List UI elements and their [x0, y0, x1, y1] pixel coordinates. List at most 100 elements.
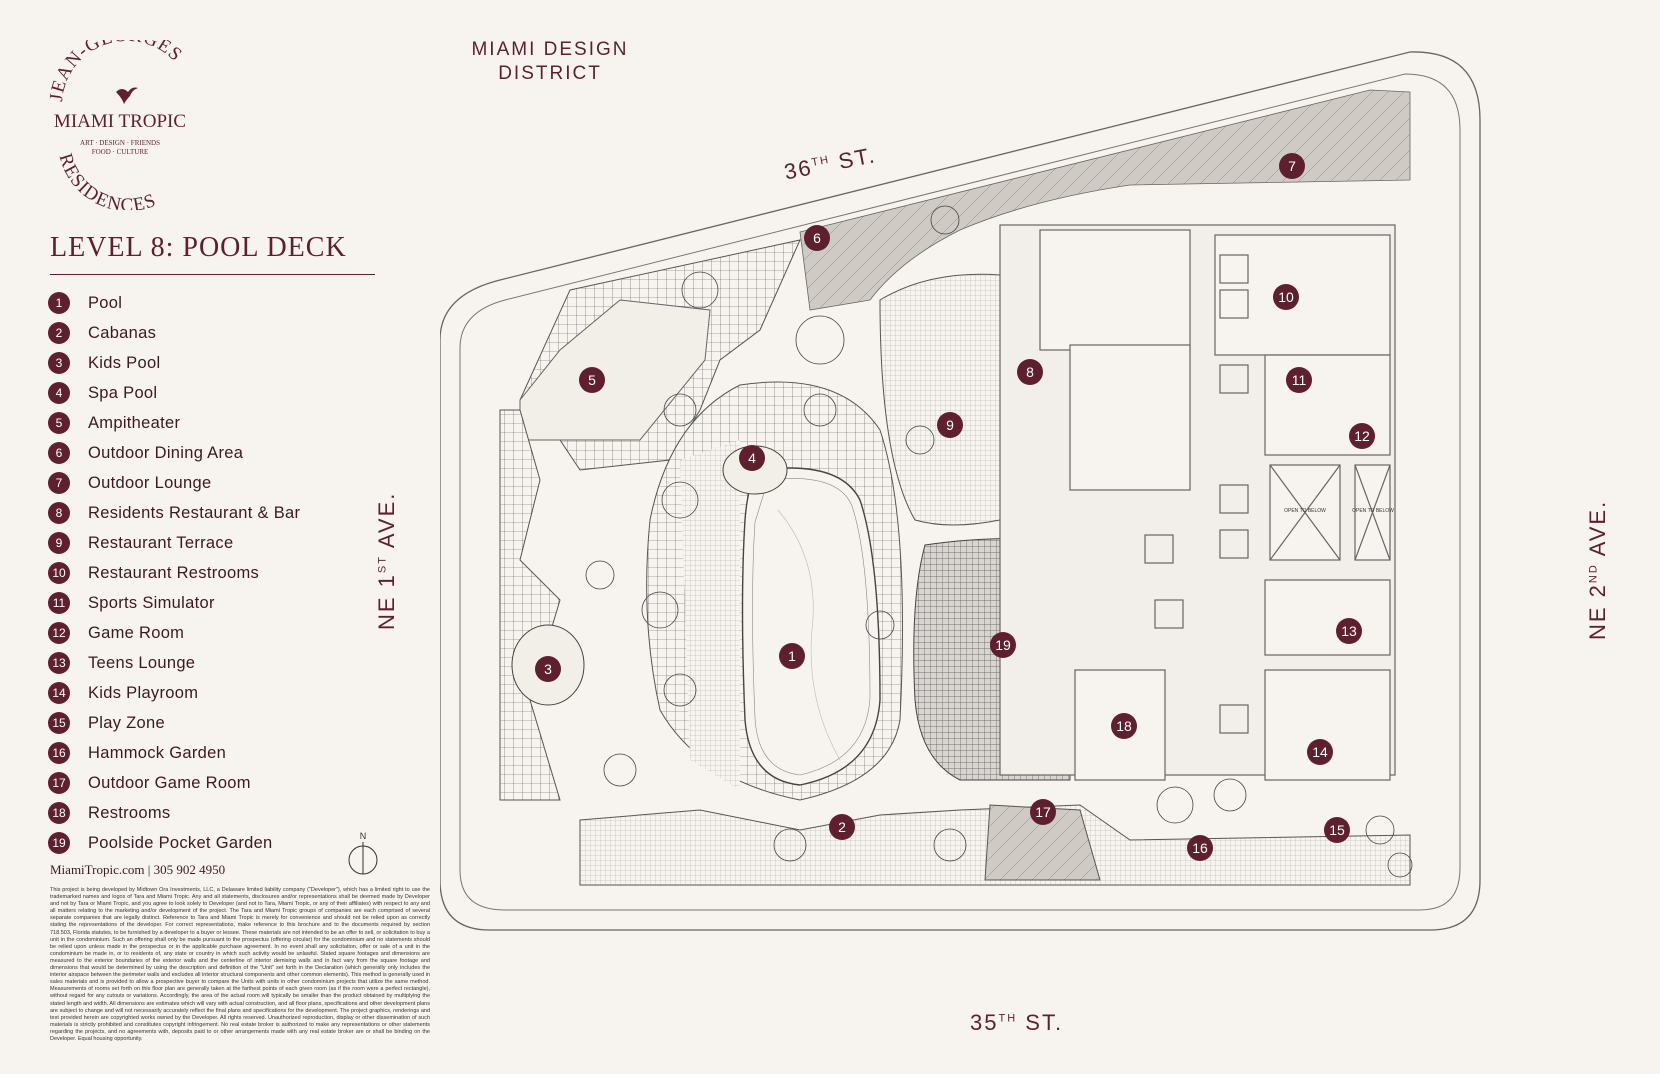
svg-text:4: 4: [748, 450, 756, 466]
svg-text:2: 2: [838, 819, 846, 835]
svg-text:13: 13: [1341, 623, 1357, 639]
legend-label: Cabanas: [88, 323, 157, 342]
legend-item: 15 Play Zone: [48, 708, 378, 738]
district-label: MIAMI DESIGN DISTRICT: [471, 39, 629, 84]
legend-number: 6: [48, 442, 70, 464]
legend-item: 5 Ampitheater: [48, 408, 378, 438]
legend-item: 8 Residents Restaurant & Bar: [48, 498, 378, 528]
svg-text:8: 8: [1026, 364, 1034, 380]
svg-text:16: 16: [1192, 840, 1208, 856]
legend-number: 16: [48, 742, 70, 764]
legend-label: Restaurant Restrooms: [88, 563, 260, 582]
bird-icon: [116, 87, 138, 104]
legend-label: Outdoor Dining Area: [88, 443, 244, 462]
west-planter: [499, 409, 561, 801]
svg-text:9: 9: [946, 417, 954, 433]
legend-label: Pool: [88, 293, 123, 312]
marker-17: 17: [1030, 799, 1056, 825]
logo-tagline-1: ART · DESIGN · FRIENDS: [80, 139, 160, 147]
legend-number: 2: [48, 322, 70, 344]
marker-3: 3: [535, 656, 561, 682]
landscape-trees: [585, 205, 1413, 878]
legend-number: 3: [48, 352, 70, 374]
title-divider: [50, 274, 375, 275]
marker-6: 6: [804, 225, 830, 251]
pool-deck-fine: [680, 440, 740, 790]
contact-info[interactable]: MiamiTropic.com | 305 902 4950: [50, 862, 226, 877]
marker-16: 16: [1187, 835, 1213, 861]
legal-disclaimer: This project is being developed by Midto…: [50, 887, 430, 1042]
svg-text:11: 11: [1292, 372, 1307, 388]
page-title: LEVEL 8: POOL DECK: [50, 232, 347, 263]
legend-label: Ampitheater: [88, 413, 181, 432]
legend-label: Outdoor Game Room: [88, 773, 251, 792]
amphitheater: [519, 299, 711, 441]
open-below-label: OPEN TO BELOW: [1352, 508, 1394, 514]
svg-text:1: 1: [788, 648, 796, 664]
legend-number: 19: [48, 832, 70, 854]
building-core: [999, 224, 1396, 781]
legend-label: Restaurant Terrace: [88, 533, 234, 552]
logo-tagline-2: FOOD · CULTURE: [92, 148, 149, 156]
svg-text:7: 7: [1288, 158, 1296, 174]
pool-deck-site-plan: OPEN TO BELOW OPEN TO BELOW 1 2 3 4 5 6 …: [440, 51, 1481, 931]
legend-label: Residents Restaurant & Bar: [88, 503, 301, 522]
logo-arc-top: JEAN-GEORGES: [46, 40, 186, 103]
legend-label: Game Room: [88, 623, 185, 642]
street-south: 35TH ST.: [970, 1010, 1064, 1035]
street-west: NE 1ST AVE.: [374, 491, 399, 630]
north-landscape: [799, 89, 1411, 311]
legend-item: 1 Pool: [48, 288, 378, 318]
compass-label: N: [360, 831, 367, 841]
legend-label: Kids Pool: [88, 353, 161, 372]
legend-item: 10 Restaurant Restrooms: [48, 558, 378, 588]
restaurant-terrace: [879, 273, 1001, 526]
marker-11: 11: [1286, 367, 1312, 393]
marker-14: 14: [1307, 739, 1333, 765]
svg-text:17: 17: [1035, 804, 1051, 820]
marker-18: 18: [1111, 713, 1137, 739]
legend-label: Play Zone: [88, 713, 165, 732]
legend-item: 2 Cabanas: [48, 318, 378, 348]
marker-15: 15: [1324, 817, 1350, 843]
legend-number: 8: [48, 502, 70, 524]
svg-text:19: 19: [995, 637, 1011, 653]
marker-8: 8: [1017, 359, 1043, 385]
marker-9: 9: [937, 412, 963, 438]
legend-number: 15: [48, 712, 70, 734]
legend-label: Outdoor Lounge: [88, 473, 212, 492]
svg-text:6: 6: [813, 230, 821, 246]
svg-text:10: 10: [1278, 289, 1294, 305]
marker-1: 1: [779, 643, 805, 669]
svg-text:18: 18: [1116, 718, 1132, 734]
logo-name: MIAMI TROPIC: [54, 111, 186, 132]
svg-text:12: 12: [1354, 428, 1370, 444]
legend-number: 13: [48, 652, 70, 674]
svg-text:14: 14: [1312, 744, 1328, 760]
svg-text:3: 3: [544, 661, 552, 677]
marker-2: 2: [829, 814, 855, 840]
legend-number: 12: [48, 622, 70, 644]
marker-10: 10: [1273, 284, 1299, 310]
deck-outline: [459, 73, 1461, 911]
legend-item: 3 Kids Pool: [48, 348, 378, 378]
legend-number: 5: [48, 412, 70, 434]
svg-text:15: 15: [1329, 822, 1345, 838]
north-arrow-icon: N: [348, 831, 378, 875]
legend-number: 10: [48, 562, 70, 584]
legend-number: 1: [48, 292, 70, 314]
marker-7: 7: [1279, 153, 1305, 179]
marker-4: 4: [739, 445, 765, 471]
legend-number: 14: [48, 682, 70, 704]
legend-label: Restrooms: [88, 803, 171, 822]
marker-5: 5: [579, 367, 605, 393]
legend-number: 11: [48, 592, 70, 614]
